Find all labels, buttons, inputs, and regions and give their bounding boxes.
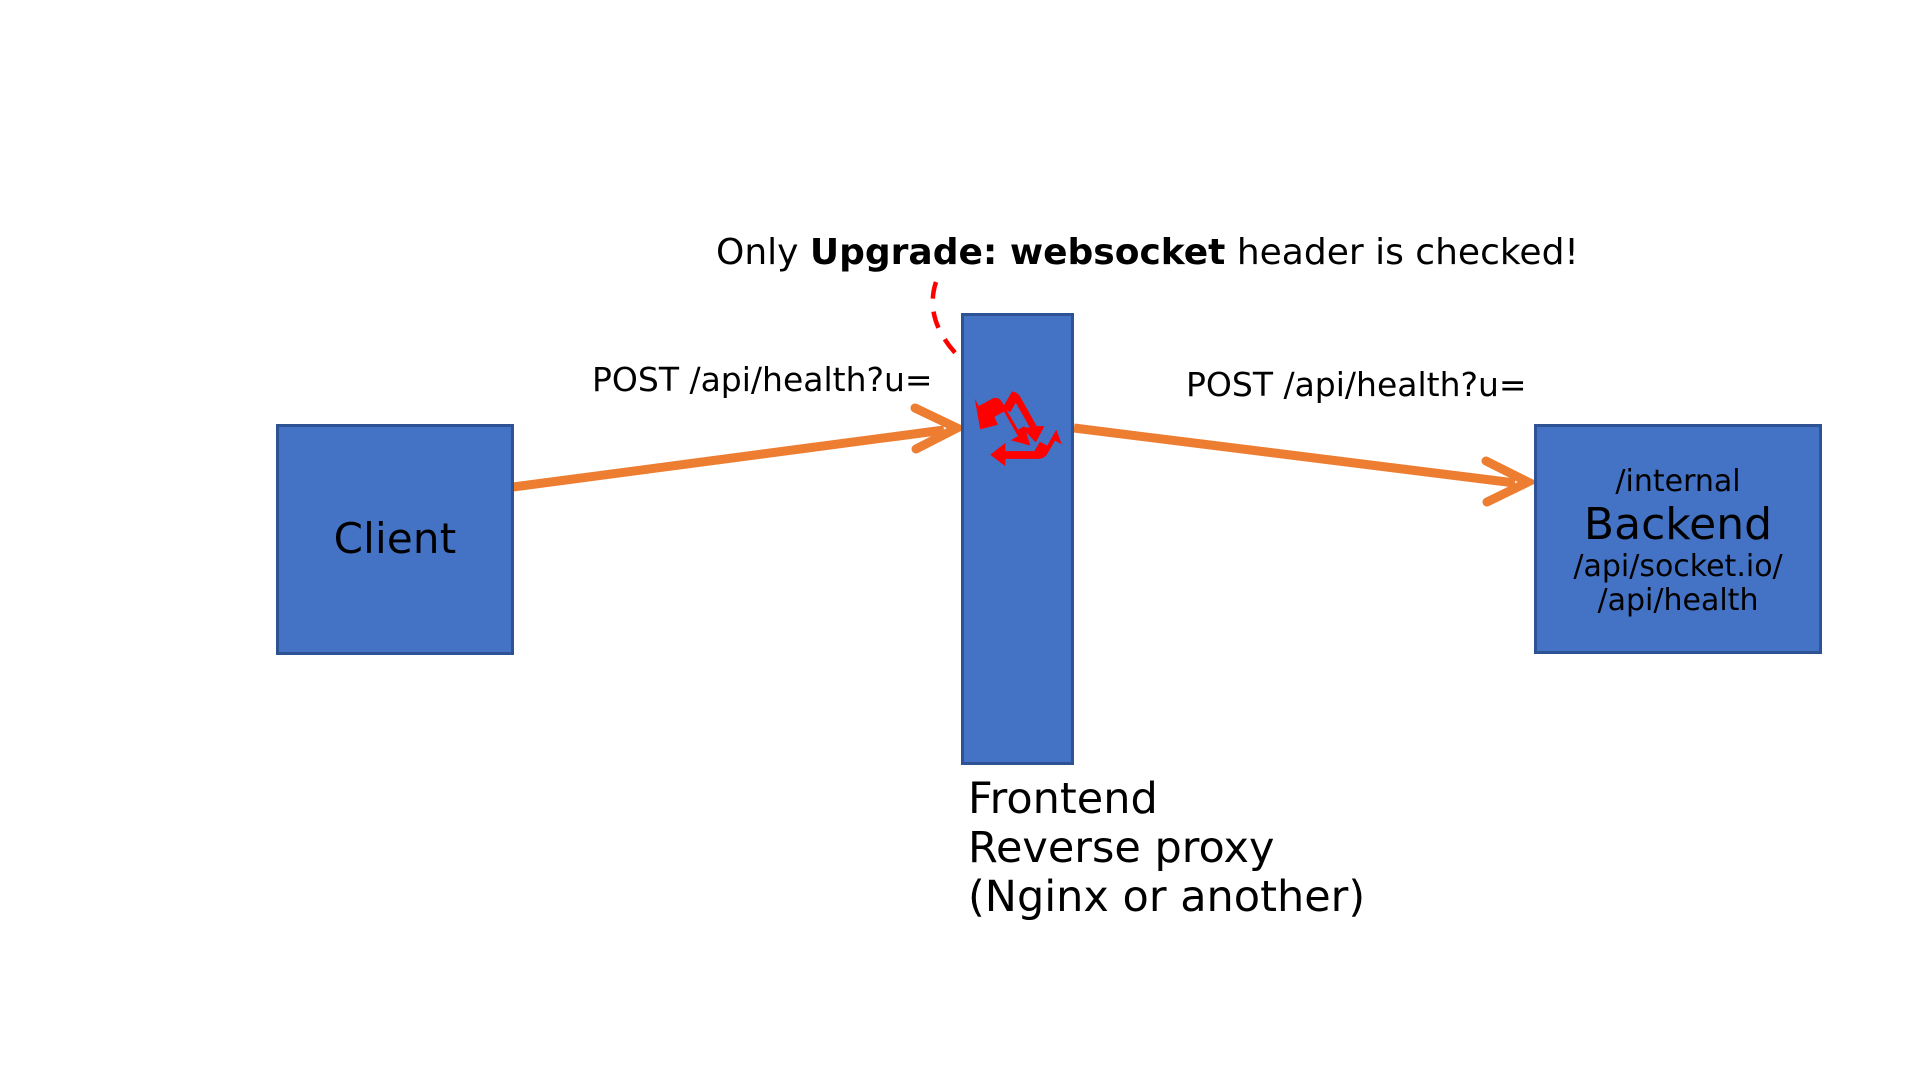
edge-label-frontend-to-backend: POST /api/health?u= xyxy=(1186,365,1527,404)
node-client[interactable]: Client xyxy=(276,424,514,655)
node-backend-label: Backend xyxy=(1583,499,1773,551)
edge-label-client-to-frontend: POST /api/health?u= xyxy=(592,360,933,399)
node-backend-internal-path: /internal xyxy=(1615,463,1741,499)
edge-frontend-to-backend xyxy=(1073,423,1539,507)
callout-prefix: Only xyxy=(716,232,810,273)
callout-emphasis: Upgrade: websocket xyxy=(809,232,1226,273)
node-backend[interactable]: /internal Backend /api/socket.io/ /api/h… xyxy=(1534,424,1822,654)
callout-suffix: header is checked! xyxy=(1225,232,1579,273)
node-frontend-caption: Frontend Reverse proxy (Nginx or another… xyxy=(968,774,1366,923)
node-backend-health-path: /api/health xyxy=(1597,582,1759,618)
node-backend-socketio-path: /api/socket.io/ xyxy=(1573,549,1783,585)
node-frontend-caption-line-3: (Nginx or another) xyxy=(968,872,1366,923)
node-frontend[interactable] xyxy=(961,313,1074,765)
node-frontend-caption-line-1: Frontend xyxy=(968,774,1158,824)
node-client-label: Client xyxy=(333,514,457,564)
edge-client-to-frontend xyxy=(512,403,968,492)
callout-annotation: Only Upgrade: websocket header is checke… xyxy=(716,232,1579,273)
node-frontend-caption-line-2: Reverse proxy xyxy=(968,823,1275,874)
recycle-loop-icon xyxy=(974,391,1062,467)
